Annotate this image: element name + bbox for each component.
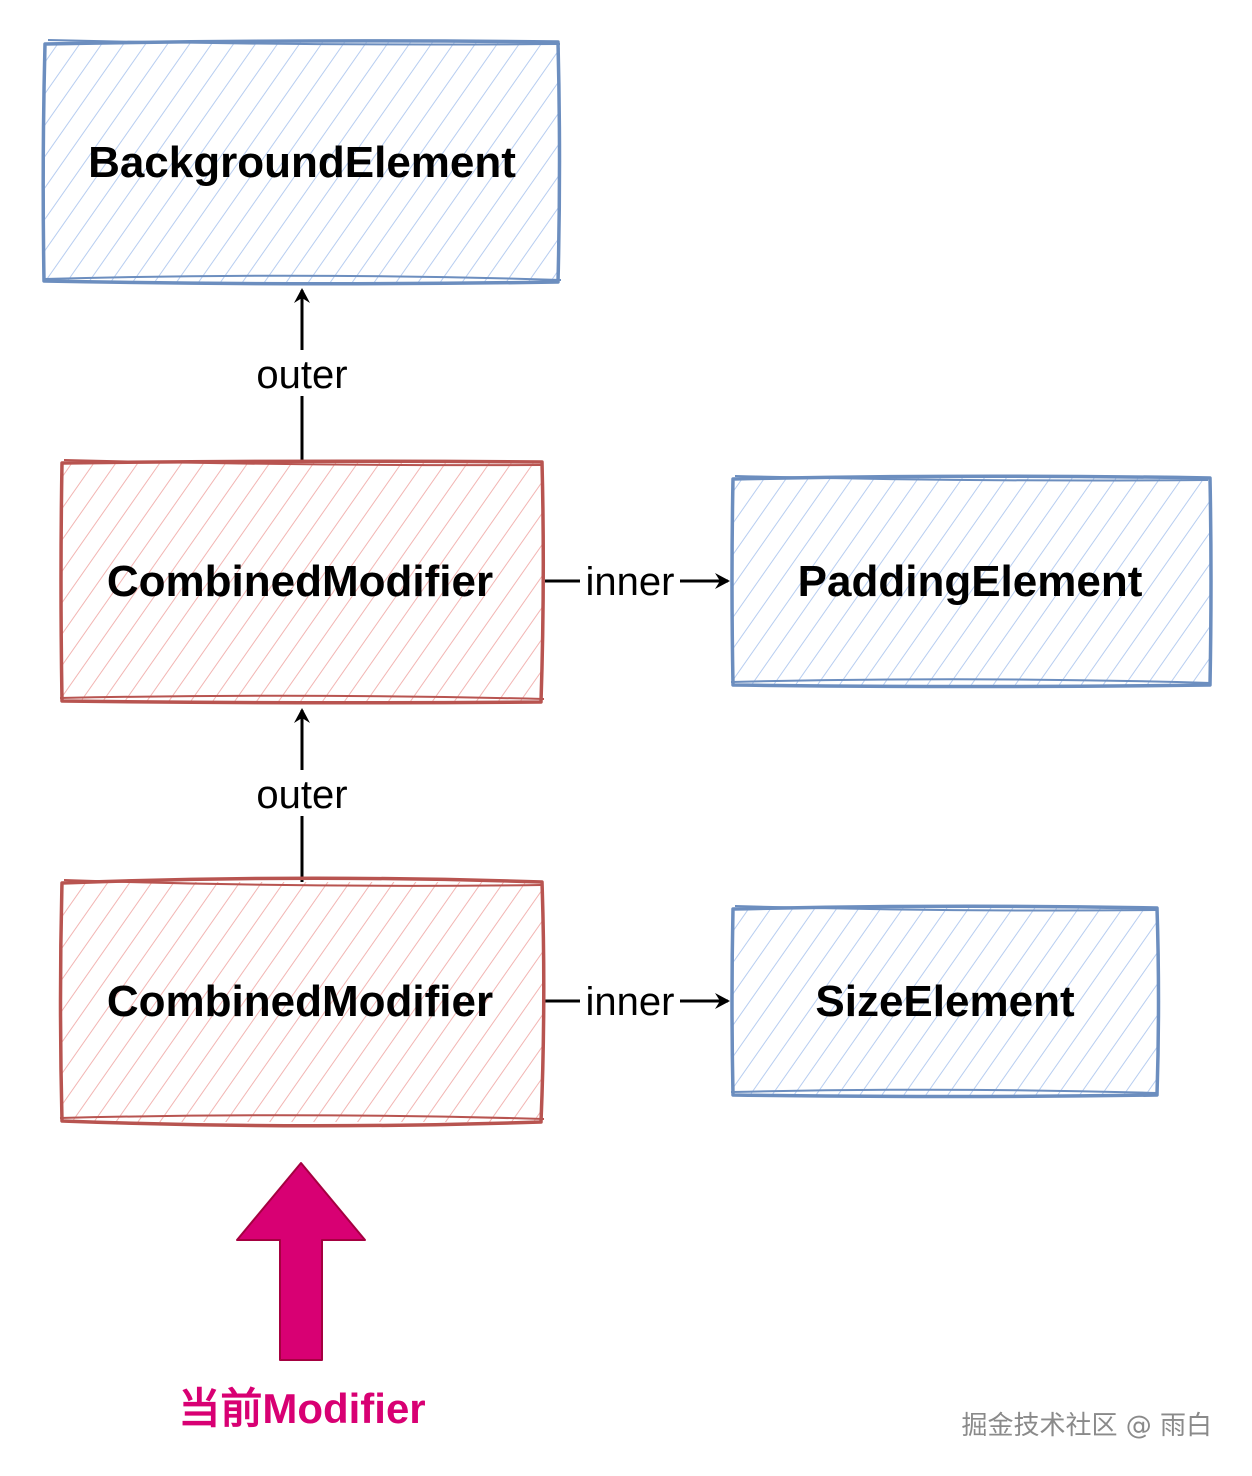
padding-element-label: PaddingElement — [798, 557, 1143, 606]
size-element-label: SizeElement — [815, 977, 1075, 1026]
current-modifier-pointer: 当前Modifier — [178, 1162, 426, 1432]
edge-inner-bottom-label: inner — [586, 980, 675, 1024]
up-arrow-icon — [236, 1162, 366, 1361]
edge-inner-top: inner — [545, 556, 730, 604]
edge-outer-bottom: outer — [248, 708, 356, 882]
node-combined-modifier-top: CombinedModifier — [59, 459, 546, 705]
current-modifier-label: 当前Modifier — [178, 1385, 425, 1432]
node-combined-modifier-bottom: CombinedModifier — [58, 876, 546, 1128]
edge-outer-top-label: outer — [256, 353, 347, 397]
background-element-label: BackgroundElement — [88, 138, 516, 187]
edge-outer-bottom-label: outer — [256, 773, 347, 817]
edge-inner-bottom: inner — [545, 976, 730, 1024]
combined-modifier-bottom-label: CombinedModifier — [107, 977, 493, 1026]
watermark-text: 掘金技术社区 @ 雨白 — [961, 1411, 1212, 1441]
edge-outer-top: outer — [248, 288, 356, 462]
node-size-element: SizeElement — [730, 904, 1161, 1099]
node-padding-element: PaddingElement — [730, 474, 1213, 689]
edge-inner-top-label: inner — [586, 560, 675, 604]
node-background-element: BackgroundElement — [41, 39, 562, 286]
combined-modifier-top-label: CombinedModifier — [107, 557, 493, 606]
